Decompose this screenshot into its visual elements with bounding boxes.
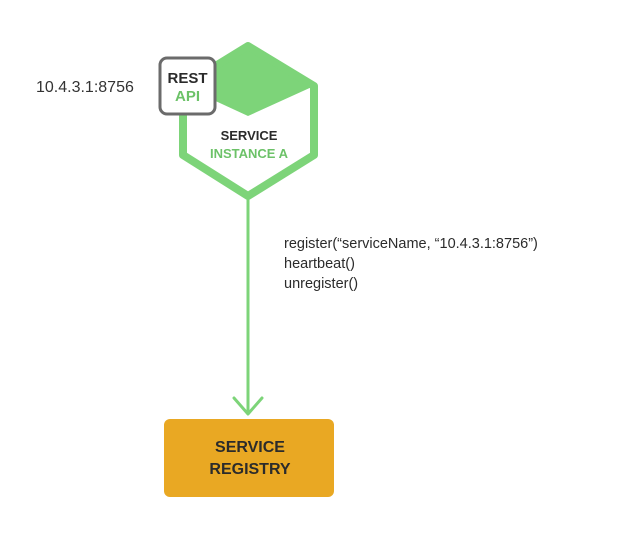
- service-instance-label-line1: SERVICE: [221, 128, 278, 143]
- call-unregister: unregister(): [284, 276, 358, 292]
- address-label: 10.4.3.1:8756: [36, 79, 134, 96]
- service-registry-box[interactable]: [164, 419, 334, 497]
- rest-api-badge[interactable]: [158, 56, 217, 116]
- rest-api-label-line1: REST: [167, 70, 207, 87]
- service-registry-label-line1: SERVICE: [215, 439, 285, 456]
- call-register: register(“serviceName, “10.4.3.1:8756”): [284, 236, 538, 252]
- arrow-head-icon: [232, 396, 264, 416]
- call-heartbeat: heartbeat(): [284, 256, 355, 272]
- service-registry-label-line2: REGISTRY: [209, 461, 291, 478]
- service-instance-label-line2: INSTANCE A: [210, 146, 289, 161]
- rest-api-label-line2: API: [175, 88, 200, 105]
